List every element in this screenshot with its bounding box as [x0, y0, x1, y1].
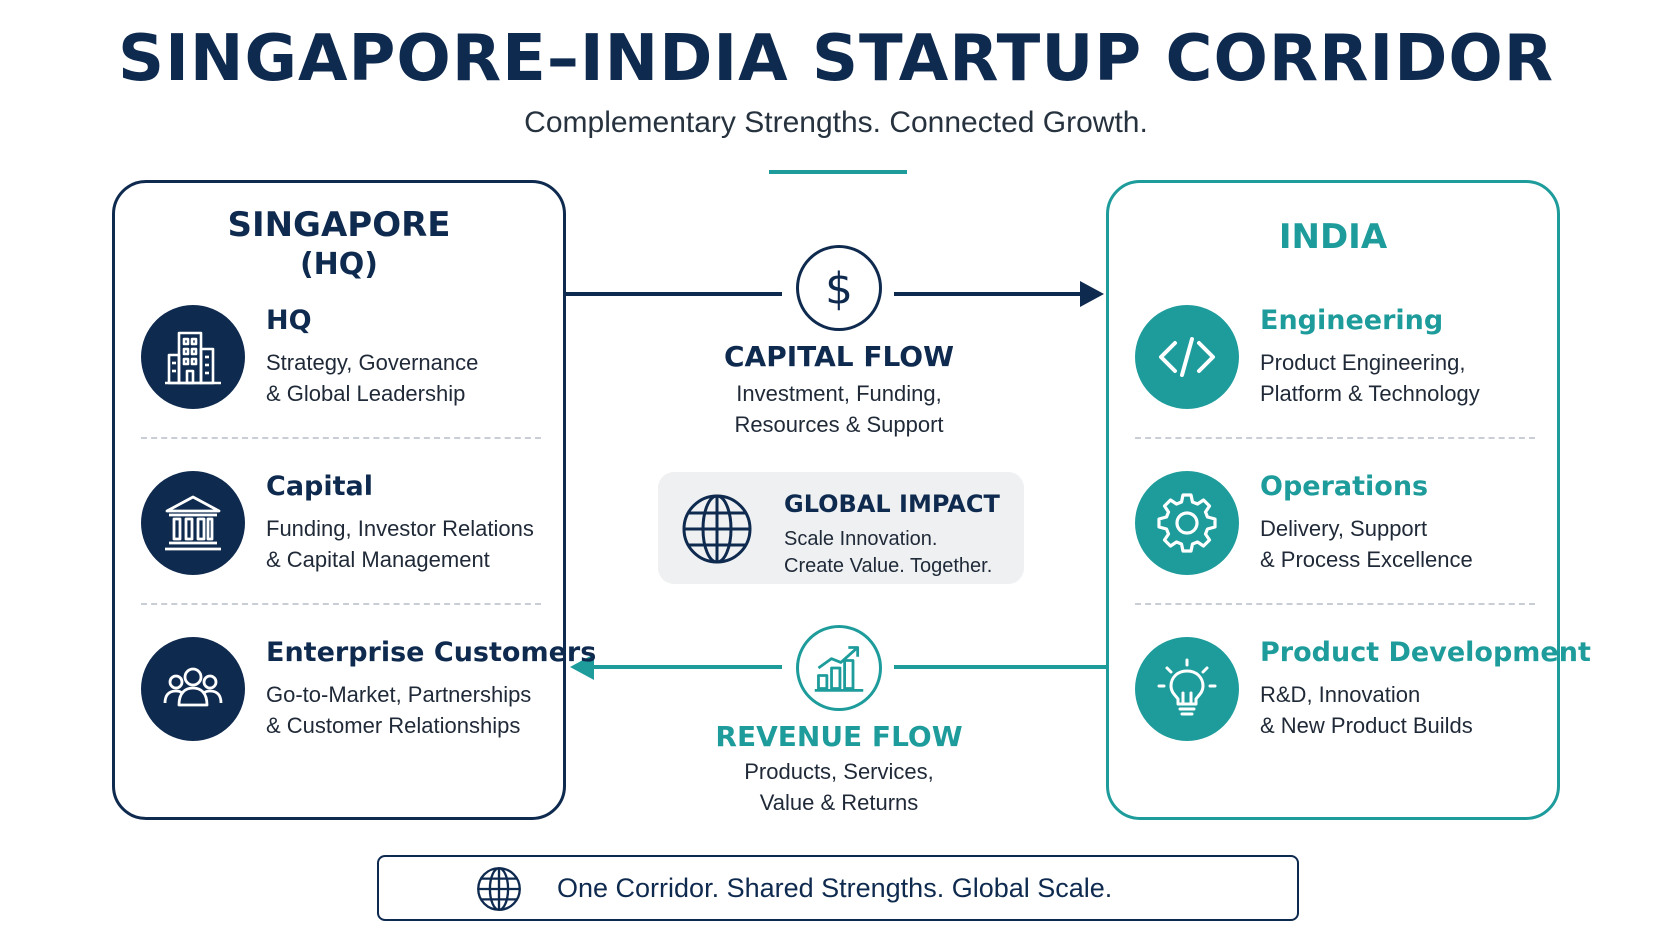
- item-description: Delivery, Support & Process Excellence: [1260, 513, 1560, 575]
- svg-text:$: $: [825, 264, 853, 314]
- item-description: R&D, Innovation & New Product Builds: [1260, 679, 1560, 741]
- revenue-flow-arrowhead: [570, 654, 594, 680]
- singapore-item-capital: Capital Funding, Investor Relations & Ca…: [141, 471, 551, 581]
- singapore-title: SINGAPORE: [227, 205, 451, 245]
- globe-icon: [682, 494, 752, 564]
- divider: [141, 603, 541, 605]
- divider: [1135, 437, 1535, 439]
- item-description-line: & Global Leadership: [266, 381, 466, 406]
- global-impact-box: GLOBAL IMPACT Scale Innovation. Create V…: [658, 472, 1024, 584]
- capital-flow-line: Resources & Support: [734, 412, 944, 437]
- dollar-icon: $: [796, 245, 882, 331]
- globe-icon: [477, 867, 521, 911]
- gear-icon: [1135, 471, 1239, 575]
- lightbulb-icon: [1135, 637, 1239, 741]
- bank-icon: [141, 471, 245, 575]
- india-item-operations: Operations Delivery, Support & Process E…: [1135, 471, 1545, 581]
- revenue-flow-line: Products, Services,: [744, 759, 934, 784]
- capital-flow-arrowhead: [1080, 281, 1104, 307]
- item-name: HQ: [266, 305, 312, 336]
- item-description-line: Delivery, Support: [1260, 516, 1428, 541]
- page-subtitle: Complementary Strengths. Connected Growt…: [524, 106, 1148, 139]
- item-description-line: Strategy, Governance: [266, 350, 479, 375]
- title-rule: [769, 170, 907, 174]
- revenue-flow-line: Value & Returns: [759, 790, 919, 815]
- revenue-flow-title: REVENUE FLOW: [715, 720, 963, 753]
- global-impact-line: Scale Innovation.: [784, 528, 938, 550]
- item-name: Capital: [266, 471, 373, 502]
- item-name: Engineering: [1260, 305, 1444, 336]
- singapore-subtitle: (HQ): [299, 247, 379, 282]
- item-description-line: Funding, Investor Relations: [266, 516, 534, 541]
- item-description: Strategy, Governance & Global Leadership: [266, 347, 566, 409]
- divider: [1135, 603, 1535, 605]
- item-description-line: & Capital Management: [266, 547, 490, 572]
- item-description-line: Go-to-Market, Partnerships: [266, 682, 532, 707]
- item-description-line: R&D, Innovation: [1260, 682, 1421, 707]
- india-item-product-development: Product Development R&D, Innovation & Ne…: [1135, 637, 1591, 747]
- code-icon: [1135, 305, 1239, 409]
- singapore-item-hq: HQ Strategy, Governance & Global Leaders…: [141, 305, 551, 415]
- global-impact-description: Scale Innovation. Create Value. Together…: [784, 526, 1014, 580]
- divider: [141, 437, 541, 439]
- singapore-panel: SINGAPORE (HQ) HQ Strategy, Governance &…: [112, 180, 596, 820]
- footer-text: One Corridor. Shared Strengths. Global S…: [557, 873, 1113, 903]
- item-description: Funding, Investor Relations & Capital Ma…: [266, 513, 566, 575]
- item-name: Product Development: [1260, 637, 1591, 668]
- item-description-line: Product Engineering,: [1260, 350, 1466, 375]
- item-name: Operations: [1260, 471, 1429, 502]
- india-title: INDIA: [1278, 217, 1388, 257]
- item-description-line: & Process Excellence: [1260, 547, 1473, 572]
- item-description-line: Platform & Technology: [1260, 381, 1480, 406]
- item-description: Product Engineering, Platform & Technolo…: [1260, 347, 1560, 409]
- singapore-item-enterprise-customers: Enterprise Customers Go-to-Market, Partn…: [141, 637, 596, 747]
- item-description: Go-to-Market, Partnerships & Customer Re…: [266, 679, 566, 741]
- page-title: SINGAPORE–INDIA STARTUP CORRIDOR: [117, 22, 1555, 96]
- capital-flow-description: Investment, Funding, Resources & Support: [650, 378, 1028, 440]
- global-impact-line: Create Value. Together.: [784, 555, 993, 577]
- bar-chart-growth-icon: [796, 625, 882, 711]
- footer-banner: One Corridor. Shared Strengths. Global S…: [377, 855, 1299, 921]
- item-name: Enterprise Customers: [266, 637, 597, 668]
- india-item-engineering: Engineering Product Engineering, Platfor…: [1135, 305, 1545, 415]
- global-impact-title: GLOBAL IMPACT: [784, 490, 1000, 518]
- capital-flow-title: CAPITAL FLOW: [723, 340, 954, 373]
- item-description-line: & Customer Relationships: [266, 713, 521, 738]
- item-description-line: & New Product Builds: [1260, 713, 1473, 738]
- revenue-flow-description: Products, Services, Value & Returns: [650, 756, 1028, 818]
- capital-flow-line: Investment, Funding,: [736, 381, 942, 406]
- india-panel: INDIA Engineering Product Engineering, P…: [1106, 180, 1591, 820]
- people-icon: [141, 637, 245, 741]
- office-building-icon: [141, 305, 245, 409]
